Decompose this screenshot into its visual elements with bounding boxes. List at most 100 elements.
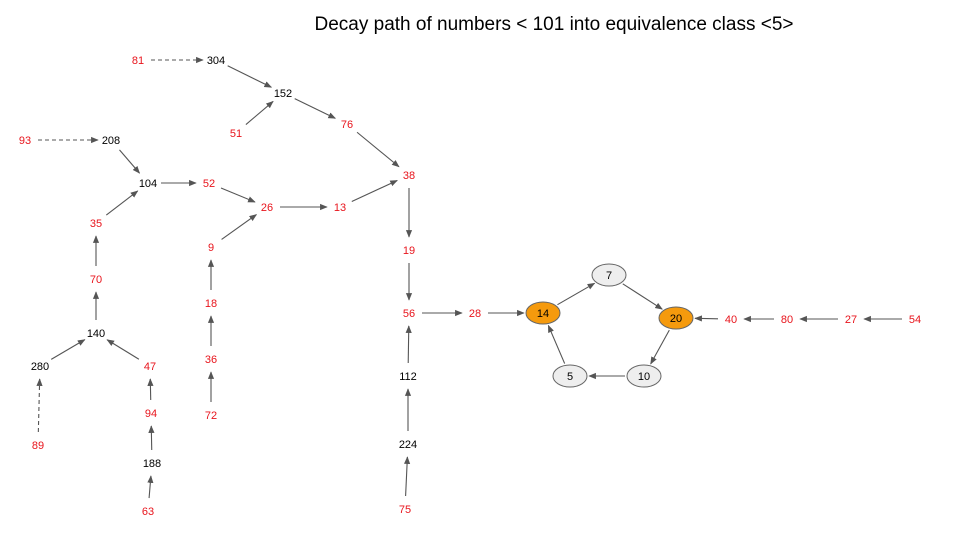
node-52-label: 52: [203, 178, 215, 190]
node-47: 47: [144, 361, 156, 373]
edge-14-to-7: [557, 282, 596, 306]
node-40: 40: [725, 314, 737, 326]
node-76: 76: [341, 119, 353, 131]
node-7-label: 7: [606, 270, 612, 282]
edge-76-to-38: [356, 131, 400, 168]
node-5-ellipse: [552, 364, 588, 388]
node-35-label: 35: [90, 218, 102, 230]
node-104-label: 104: [139, 178, 157, 190]
node-10-ellipse: [626, 364, 662, 388]
node-93-label: 93: [19, 135, 31, 147]
node-208-label: 208: [102, 135, 120, 147]
node-47-label: 47: [144, 361, 156, 373]
edge-208-to-104: [119, 149, 141, 174]
node-280: 280: [31, 361, 49, 373]
node-56: 56: [403, 308, 415, 320]
node-5-label: 5: [567, 371, 573, 383]
edge-9-to-26: [221, 214, 258, 240]
node-36-label: 36: [205, 354, 217, 366]
edge-280-to-140: [50, 339, 86, 360]
node-224-label: 224: [399, 439, 417, 451]
node-54: 54: [909, 314, 921, 326]
node-40-label: 40: [725, 314, 737, 326]
node-80: 80: [781, 314, 793, 326]
node-93: 93: [19, 135, 31, 147]
edge-75-to-224: [404, 456, 411, 497]
node-19: 19: [403, 245, 415, 257]
edge-5-to-14: [547, 324, 566, 364]
node-14: 14: [525, 301, 561, 325]
node-72-label: 72: [205, 410, 217, 422]
edge-52-to-26: [220, 187, 256, 203]
node-80-label: 80: [781, 314, 793, 326]
node-70: 70: [90, 274, 102, 286]
node-63: 63: [142, 506, 154, 518]
node-89-label: 89: [32, 440, 44, 452]
node-104: 104: [139, 178, 157, 190]
edge-112-to-56: [405, 325, 412, 364]
edge-89-to-280: [36, 378, 43, 433]
node-304-label: 304: [207, 55, 225, 67]
node-35: 35: [90, 218, 102, 230]
edge-7-to-20: [622, 283, 663, 310]
node-112-label: 112: [399, 371, 417, 383]
edge-63-to-188: [147, 475, 154, 499]
node-20-label: 20: [670, 313, 682, 325]
node-81: 81: [132, 55, 144, 67]
node-94-label: 94: [145, 408, 157, 420]
node-75: 75: [399, 504, 411, 516]
node-70-label: 70: [90, 274, 102, 286]
edge-20-to-10: [650, 329, 670, 365]
node-140-label: 140: [87, 328, 105, 340]
node-54-label: 54: [909, 314, 921, 326]
edge-152-to-76: [294, 98, 336, 119]
edge-13-to-38: [351, 179, 398, 203]
node-304: 304: [207, 55, 225, 67]
node-188-label: 188: [143, 458, 161, 470]
edge-304-to-152: [227, 65, 273, 88]
node-14-label: 14: [537, 308, 549, 320]
node-36: 36: [205, 354, 217, 366]
edge-51-to-152: [245, 100, 274, 125]
node-26: 26: [261, 202, 273, 214]
node-81-label: 81: [132, 55, 144, 67]
node-152: 152: [274, 88, 292, 100]
node-14-ellipse: [525, 301, 561, 325]
node-51-label: 51: [230, 128, 242, 140]
diagram-title: Decay path of numbers < 101 into equival…: [314, 14, 794, 35]
node-280-label: 280: [31, 361, 49, 373]
edge-35-to-104: [105, 190, 139, 216]
node-9-label: 9: [208, 242, 214, 254]
node-18: 18: [205, 298, 217, 310]
node-52: 52: [203, 178, 215, 190]
node-76-label: 76: [341, 119, 353, 131]
node-18-label: 18: [205, 298, 217, 310]
node-188: 188: [143, 458, 161, 470]
node-26-label: 26: [261, 202, 273, 214]
node-9: 9: [208, 242, 214, 254]
node-140: 140: [87, 328, 105, 340]
node-72: 72: [205, 410, 217, 422]
node-13: 13: [334, 202, 346, 214]
node-27-label: 27: [845, 314, 857, 326]
node-13-label: 13: [334, 202, 346, 214]
node-51: 51: [230, 128, 242, 140]
node-56-label: 56: [403, 308, 415, 320]
node-224: 224: [399, 439, 417, 451]
node-38-label: 38: [403, 170, 415, 182]
node-10: 10: [626, 364, 662, 388]
node-7-ellipse: [591, 263, 627, 287]
node-28-label: 28: [469, 308, 481, 320]
edge-47-to-140: [106, 339, 140, 360]
node-208: 208: [102, 135, 120, 147]
node-5: 5: [552, 364, 588, 388]
node-20: 20: [658, 306, 694, 330]
node-20-ellipse: [658, 306, 694, 330]
node-10-label: 10: [638, 371, 650, 383]
node-28: 28: [469, 308, 481, 320]
node-89: 89: [32, 440, 44, 452]
node-7: 7: [591, 263, 627, 287]
node-63-label: 63: [142, 506, 154, 518]
